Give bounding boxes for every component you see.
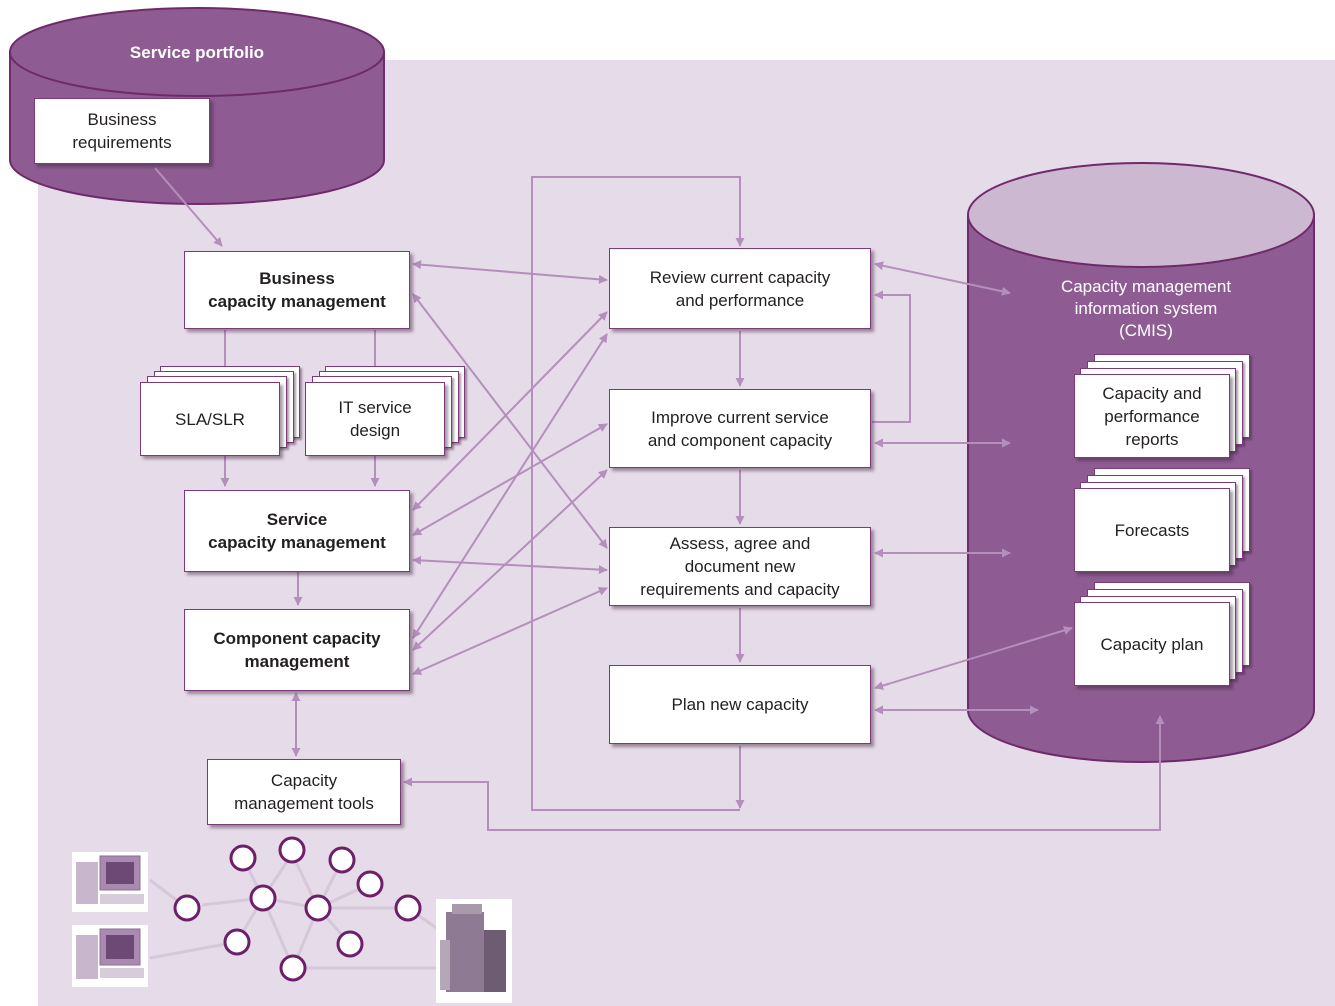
component-capacity-management-label: Component capacity management bbox=[213, 629, 381, 671]
sla-slr-box: SLA/SLR bbox=[140, 382, 280, 456]
component-capacity-management-box: Component capacity management bbox=[184, 609, 410, 691]
forecasts-label: Forecasts bbox=[1114, 520, 1190, 540]
loop-to-review bbox=[531, 176, 745, 811]
capacity-management-tools-box: Capacity management tools bbox=[207, 759, 401, 825]
plan-new-capacity-box: Plan new capacity bbox=[609, 665, 871, 744]
network-node bbox=[229, 844, 257, 872]
forecasts-stack: Forecasts bbox=[1074, 468, 1254, 572]
network-node bbox=[279, 954, 307, 982]
workstation-icon bbox=[72, 925, 148, 987]
review-capacity-label: Review current capacity and performance bbox=[649, 267, 831, 310]
capacity-plan-label: Capacity plan bbox=[1100, 634, 1204, 654]
reports-stack: Capacity and performance reports bbox=[1074, 354, 1254, 458]
it-service-design-stack: IT service design bbox=[305, 366, 465, 458]
it-service-design-box: IT service design bbox=[305, 382, 445, 456]
network-node bbox=[356, 870, 384, 898]
service-capacity-management-box: Service capacity management bbox=[184, 490, 410, 572]
arrow-plan-capacityplan bbox=[874, 626, 1073, 690]
business-capacity-management-box: Business capacity management bbox=[184, 251, 410, 329]
assess-requirements-box: Assess, agree and document new requireme… bbox=[609, 527, 871, 606]
arrow-requirements-to-business bbox=[154, 167, 223, 247]
assess-requirements-label: Assess, agree and document new requireme… bbox=[640, 534, 840, 599]
capacity-plan-stack: Capacity plan bbox=[1074, 582, 1254, 686]
it-service-design-label: IT service design bbox=[338, 398, 412, 440]
workstation-icon bbox=[72, 852, 148, 912]
capacity-plan-box: Capacity plan bbox=[1074, 602, 1230, 686]
loop-improve-to-review bbox=[872, 290, 911, 423]
network-node bbox=[173, 894, 201, 922]
network-node bbox=[304, 894, 332, 922]
network-node bbox=[249, 884, 277, 912]
improve-capacity-label: Improve current service and component ca… bbox=[647, 407, 833, 450]
service-capacity-management-label: Service capacity management bbox=[208, 510, 386, 552]
arrow-review-cmis bbox=[874, 261, 1011, 296]
network-illustration bbox=[72, 836, 512, 1003]
review-capacity-box: Review current capacity and performance bbox=[609, 248, 871, 329]
arrow-improve-component bbox=[412, 469, 608, 651]
server-icon bbox=[436, 899, 512, 1003]
service-portfolio-label: Service portfolio bbox=[129, 43, 265, 62]
business-capacity-management-label: Business capacity management bbox=[208, 269, 386, 311]
business-requirements-label: Business requirements bbox=[72, 110, 172, 152]
network-node bbox=[394, 894, 422, 922]
capacity-performance-reports-box: Capacity and performance reports bbox=[1074, 374, 1230, 458]
cmis-label: Capacity management information system (… bbox=[1060, 277, 1232, 340]
arrow-business-review bbox=[412, 260, 608, 284]
network-node bbox=[278, 836, 306, 864]
forecasts-box: Forecasts bbox=[1074, 488, 1230, 572]
arrow-service-assess bbox=[412, 555, 608, 575]
network-node bbox=[336, 930, 364, 958]
sla-slr-label: SLA/SLR bbox=[175, 409, 245, 429]
sla-slr-stack: SLA/SLR bbox=[140, 366, 300, 458]
improve-capacity-box: Improve current service and component ca… bbox=[609, 389, 871, 468]
capacity-management-tools-label: Capacity management tools bbox=[234, 771, 374, 813]
network-node bbox=[328, 846, 356, 874]
capacity-performance-reports-label: Capacity and performance reports bbox=[1102, 383, 1202, 449]
plan-new-capacity-label: Plan new capacity bbox=[671, 695, 809, 714]
arrow-cmis-tools bbox=[403, 715, 1165, 831]
arrow-assess-component bbox=[412, 587, 608, 675]
business-requirements-box: Business requirements bbox=[34, 98, 210, 164]
network-node bbox=[223, 928, 251, 956]
